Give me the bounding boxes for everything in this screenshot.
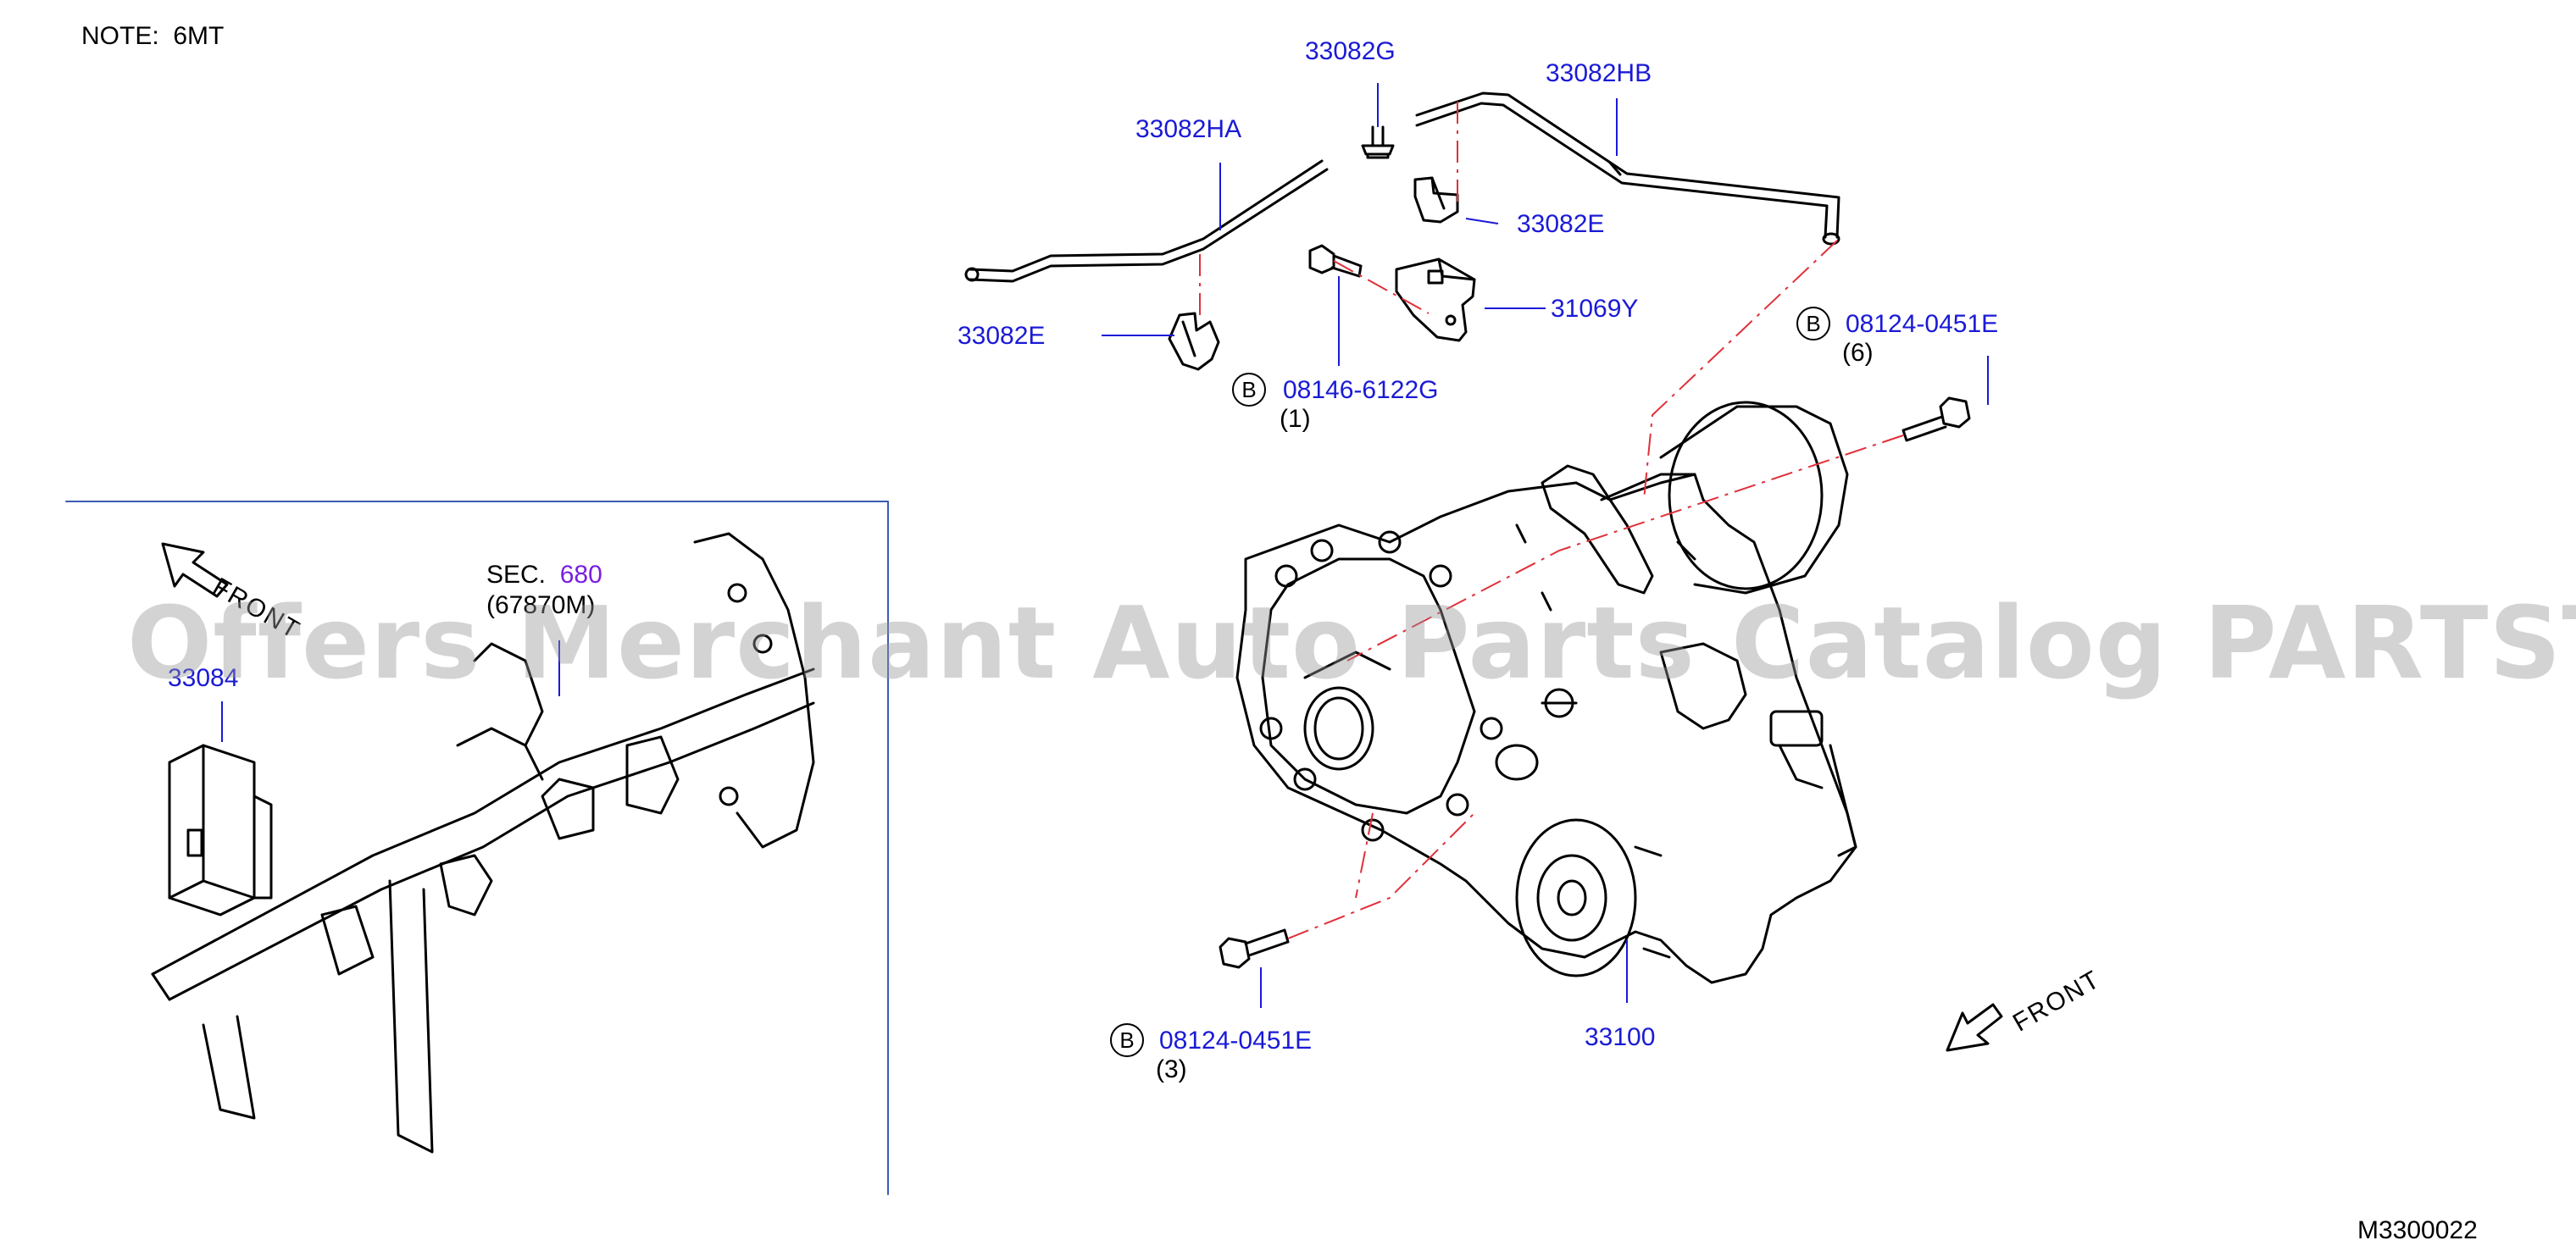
section-link-680[interactable]: 680 bbox=[559, 561, 602, 589]
bolt-08146 bbox=[1308, 244, 1363, 278]
assembly-centerlines bbox=[1199, 102, 1904, 939]
part-label-31069y[interactable]: 31069Y bbox=[1551, 295, 1639, 323]
vent-hose-hb bbox=[1415, 91, 1840, 246]
section-prefix: SEC. bbox=[486, 561, 547, 589]
control-unit-33084 bbox=[168, 744, 273, 916]
bolt-marker-b: B bbox=[1232, 373, 1266, 407]
bolt-08124-upper bbox=[1901, 396, 1971, 442]
part-label-33082ha[interactable]: 33082HA bbox=[1135, 115, 1242, 143]
note-label: NOTE: bbox=[81, 22, 159, 50]
front-arrow-right bbox=[1946, 1003, 2003, 1052]
bolt-marker-b: B bbox=[1796, 307, 1830, 341]
steering-member-67870m bbox=[151, 532, 815, 1154]
leader-lines bbox=[221, 83, 1989, 1008]
section-subreference: (67870M) bbox=[486, 591, 596, 619]
diagram-id: M3300022 bbox=[2357, 1216, 2478, 1244]
section-reference: SEC. 680 bbox=[486, 561, 602, 590]
transfer-case-33100 bbox=[1235, 401, 1857, 984]
part-label-33082g[interactable]: 33082G bbox=[1305, 37, 1396, 65]
hose-clip-e-right bbox=[1413, 176, 1459, 224]
part-label-33082hb[interactable]: 33082HB bbox=[1546, 59, 1652, 87]
bolt-marker-b: B bbox=[1110, 1023, 1144, 1057]
note: NOTE: 6MT bbox=[81, 22, 224, 51]
part-qty-08146: (1) bbox=[1280, 405, 1311, 433]
bolt-08124-lower bbox=[1219, 928, 1290, 969]
hose-clip-e-left bbox=[1168, 312, 1220, 371]
part-label-08146-6122g[interactable]: 08146-6122G bbox=[1283, 376, 1439, 404]
vent-hose-ha bbox=[964, 159, 1329, 283]
part-label-33084[interactable]: 33084 bbox=[168, 664, 239, 692]
note-value: 6MT bbox=[173, 22, 225, 50]
inset-frame bbox=[65, 501, 889, 1195]
bracket-31069y bbox=[1395, 257, 1476, 342]
part-qty-08124-lower: (3) bbox=[1156, 1055, 1187, 1083]
front-arrow-left bbox=[161, 542, 229, 598]
part-label-08124-0451e-lower[interactable]: 08124-0451E bbox=[1159, 1027, 1313, 1055]
part-label-33082e-left[interactable]: 33082E bbox=[958, 322, 1046, 350]
part-qty-08124-upper: (6) bbox=[1842, 339, 1874, 367]
vent-connector-g bbox=[1361, 125, 1395, 159]
part-label-33100[interactable]: 33100 bbox=[1585, 1023, 1656, 1051]
part-label-08124-0451e-upper[interactable]: 08124-0451E bbox=[1846, 310, 1999, 338]
part-label-33082e-right[interactable]: 33082E bbox=[1517, 210, 1605, 238]
